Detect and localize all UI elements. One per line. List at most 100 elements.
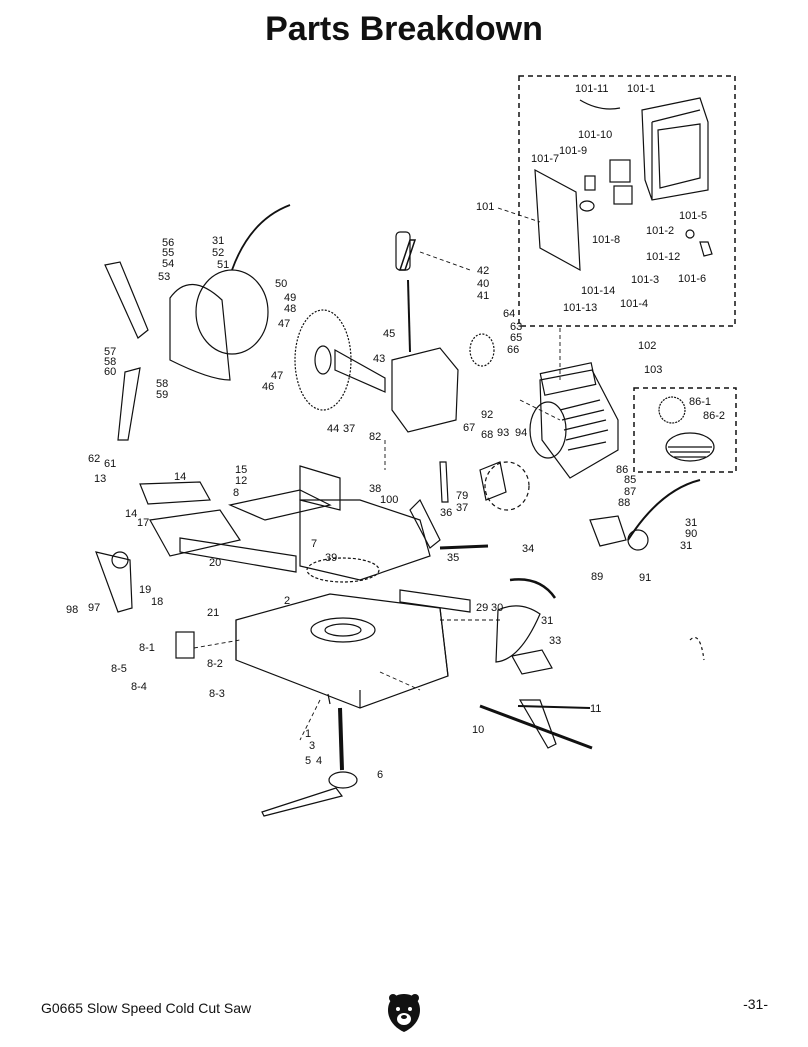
blade-guard-detail-region [633,387,737,473]
callout-label: 10 [472,724,484,736]
callout-label: 86-2 [703,410,725,422]
callout-label: 48 [284,303,296,315]
callout-label: 53 [158,271,170,283]
callout-label: 17 [137,517,149,529]
callout-label: 52 [212,247,224,259]
callout-label: 59 [156,389,168,401]
callout-label: 61 [104,458,116,470]
callout-label: 64 [503,308,515,320]
callout-label: 8-4 [131,681,147,693]
callout-label: 62 [88,453,100,465]
callout-label: 39 [325,552,337,564]
callout-label: 15 [235,464,247,476]
worm-gear [469,333,495,367]
callout-label: 101-13 [563,302,597,314]
saw-blade [294,309,352,411]
callout-label: 101 [476,201,494,213]
callout-label: 4 [316,755,322,767]
guard-handle [104,261,149,339]
callout-label: 57 [104,346,116,358]
callout-label: 101-4 [620,298,648,310]
callout-label: 1 [305,728,311,740]
callout-label: 101-6 [678,273,706,285]
callout-label: 31 [680,540,692,552]
callout-label: 88 [618,497,630,509]
callout-label: 87 [624,486,636,498]
callout-label: 47 [278,318,290,330]
callout-label: 37 [343,423,355,435]
motor [539,369,619,479]
callout-label: 11 [590,703,601,715]
callout-label: 68 [481,429,493,441]
callout-label: 8-5 [111,663,127,675]
callout-label: 13 [94,473,106,485]
callout-label: 14 [174,471,186,483]
callout-label: 8-1 [139,642,155,654]
electrical-panel [534,168,581,272]
callout-label: 21 [207,607,219,619]
callout-label: 102 [638,340,656,352]
callout-label: 86 [616,464,628,476]
callout-label: 79 [456,490,468,502]
callout-label: 98 [66,604,78,616]
callout-label: 12 [235,475,247,487]
callout-label: 8-3 [209,688,225,700]
callout-label: 56 [162,237,174,249]
blade-guard [169,283,231,381]
callout-label: 103 [644,364,662,376]
callout-label: 101-11 [575,83,608,95]
callout-label: 101-9 [559,145,587,157]
callout-label: 89 [591,571,603,583]
callout-label: 51 [217,259,229,271]
callout-label: 41 [477,290,489,302]
callout-label: 49 [284,292,296,304]
electrical-box [641,97,709,201]
callout-label: 63 [510,321,522,333]
callout-label: 44 [327,423,339,435]
vise-handwheel [95,551,133,613]
callout-label: 29 [476,602,488,614]
callout-label: 97 [88,602,100,614]
footer-model-name: G0665 Slow Speed Cold Cut Saw [41,1000,252,1016]
callout-label: 34 [522,543,534,555]
swivel-turntable [306,557,380,583]
callout-label: 94 [515,427,527,439]
callout-label: 19 [139,584,151,596]
callout-label: 82 [369,431,381,443]
chip-tray [511,649,553,675]
callout-label: 90 [685,528,697,540]
callout-label: 33 [549,635,561,647]
callout-label: 7 [311,538,317,550]
link-arm [117,367,141,441]
callout-label: 55 [162,247,174,259]
callout-label: 85 [624,474,636,486]
callout-label: 101-5 [679,210,707,222]
callout-label: 31 [685,517,697,529]
guard-cover [195,269,269,355]
callout-label: 8-2 [207,658,223,670]
callout-label: 14 [125,508,137,520]
callout-label: 91 [639,572,651,584]
callout-label: 43 [373,353,385,365]
callout-label: 65 [510,332,522,344]
callout-label: 101-8 [592,234,620,246]
callout-label: 45 [383,328,395,340]
callout-label: 42 [477,265,489,277]
bracket [175,631,195,659]
callout-label: 8 [233,487,239,499]
callout-label: 58 [104,356,116,368]
callout-label: 101-10 [578,129,612,141]
callout-label: 101-2 [646,225,674,237]
callout-label: 47 [271,370,283,382]
callout-label: 5 [305,755,311,767]
callout-label: 86-1 [689,396,711,408]
callout-label: 37 [456,502,468,514]
callout-label: 18 [151,596,163,608]
machine-base [235,593,449,709]
callout-label: 101-12 [646,251,680,263]
callout-label: 6 [377,769,383,781]
vise-jaw [228,489,332,521]
callout-label: 58 [156,378,168,390]
